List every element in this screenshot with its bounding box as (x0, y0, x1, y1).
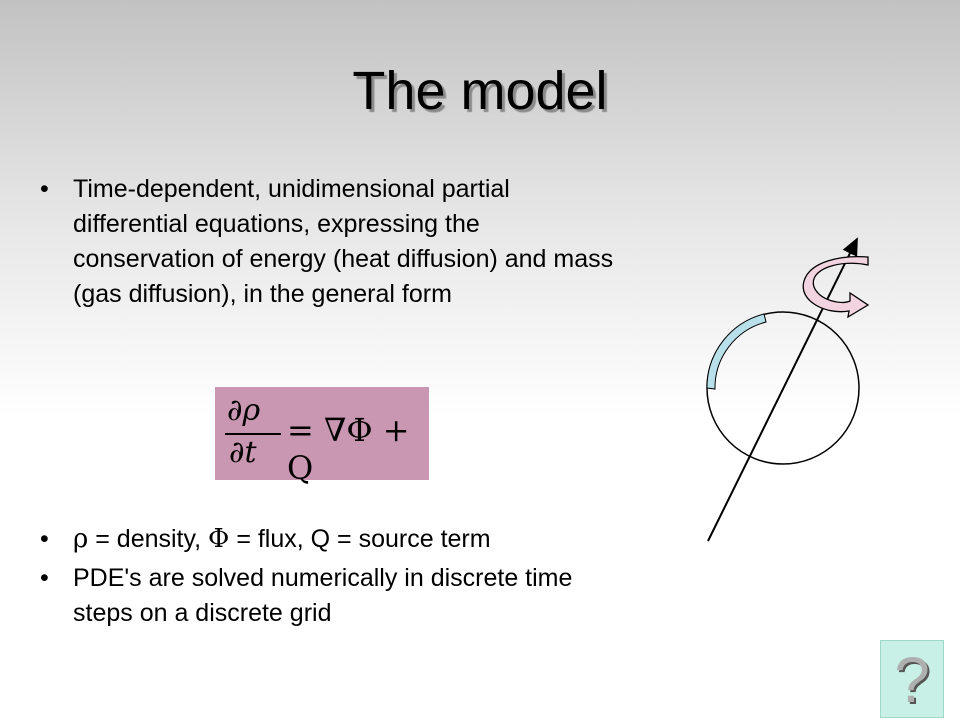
question-mark-icon: ? (894, 644, 930, 716)
bullet-text: Time-dependent, unidimensional partial d… (73, 175, 614, 308)
density-text: = density, (88, 525, 209, 553)
phi-symbol: Φ (208, 524, 230, 554)
rotation-axis-arrow (707, 237, 858, 542)
bullet-text: PDE's are solved numerically in discrete… (73, 564, 573, 627)
bullet-marker: • (40, 564, 49, 592)
help-button[interactable]: ? (880, 640, 944, 718)
bullet-item: • PDE's are solved numerically in discre… (40, 561, 620, 631)
bullet-marker: • (40, 175, 49, 203)
bullet-marker: • (40, 525, 49, 553)
formula-numerator: ∂ρ (227, 393, 261, 428)
bullet-item: • ρ = density, Φ = flux, Q = source term (40, 522, 620, 557)
formula-denominator: ∂t (229, 435, 257, 470)
rotating-body-illustration (706, 237, 870, 542)
bullet-list-intro: • Time-dependent, unidimensional partial… (40, 172, 620, 312)
slide-title: The model (352, 61, 608, 121)
formula-rhs: = ∇Φ + Q (287, 411, 410, 487)
bullet-item: • Time-dependent, unidimensional partial… (40, 172, 620, 312)
fraction-bar (225, 433, 281, 435)
bullet-list-details: • ρ = density, Φ = flux, Q = source term… (40, 522, 620, 631)
flux-source-text: = flux, Q = source term (229, 525, 491, 553)
rho-symbol: ρ (73, 524, 89, 554)
surface-layer-arc (706, 313, 767, 390)
rotation-direction-arrow (802, 255, 870, 319)
formula-box: ∂ρ ∂t = ∇Φ + Q (215, 387, 429, 487)
